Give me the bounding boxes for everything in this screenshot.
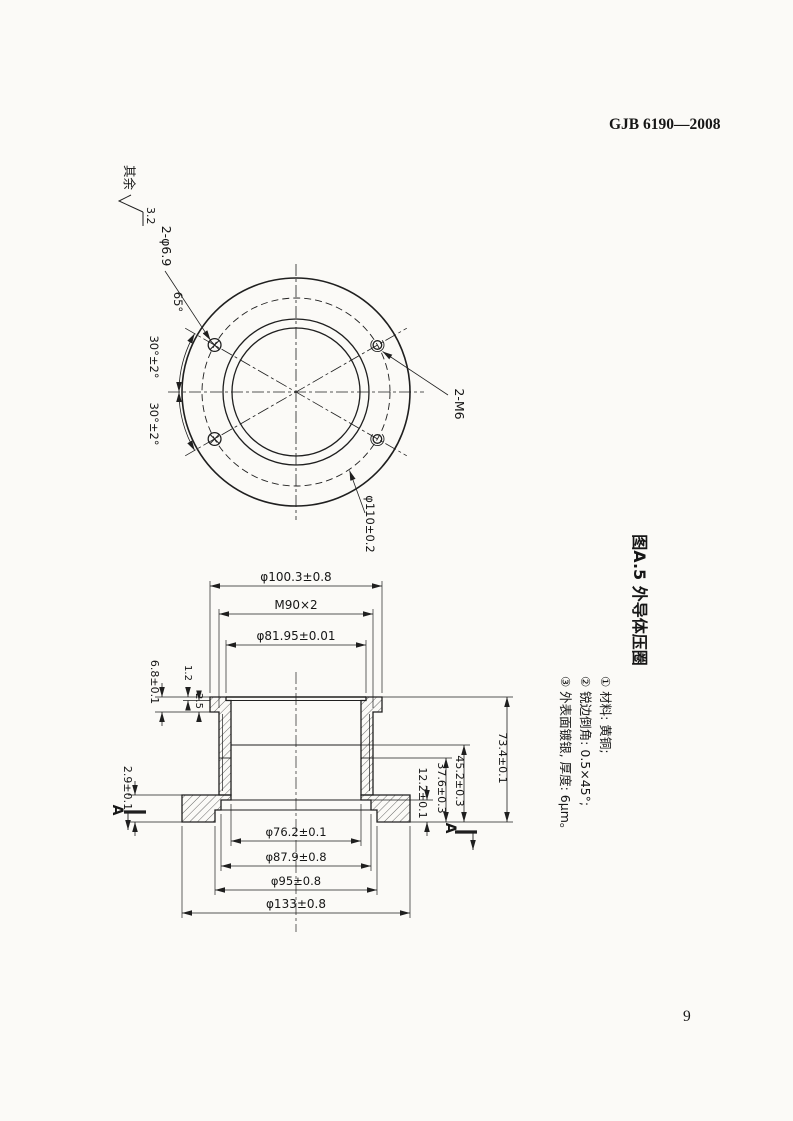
dim-height-step2: 45.2±0.3: [453, 755, 466, 806]
section-marker-right: A: [442, 823, 477, 850]
section-marker-left: A: [109, 805, 146, 830]
dim-step2: 2.5: [193, 693, 204, 709]
dims-bottom: φ76.2±0.1 φ87.9±0.8 φ95±0.8 φ133±0.8: [181, 804, 411, 918]
section-hatching: [181, 696, 411, 823]
dim-angle-lower: 30°±2°: [147, 402, 161, 445]
section-letter-right: A: [442, 823, 458, 834]
dim-step1: 1.2: [182, 665, 193, 681]
surface-roughness-value: 3.2: [144, 207, 157, 225]
dim-top-bore-dia: φ81.95±0.01: [256, 629, 335, 643]
surface-roughness-note: 其余 3.2: [117, 165, 157, 226]
dim-height-step1: 37.6±0.3: [435, 762, 448, 813]
centerlines: [168, 264, 424, 520]
dim-recess-depth: 12.2±0.1: [416, 767, 429, 818]
dim-hole-angle: 65°: [171, 292, 185, 312]
surface-note-prefix: 其余: [122, 165, 137, 191]
section-view: φ100.3±0.8 M90×2 φ81.95±0.01 φ76.2±0.1 φ…: [109, 570, 513, 932]
notes-block: ① 材料: 黄铜; ② 锐边倒角: 0.5×45°; ③ 外表面镀银, 厚度: …: [558, 676, 613, 835]
threaded-hole-lower-right: [370, 431, 385, 447]
flange-edge-circle: [222, 318, 370, 466]
top-view: 2-φ6.9 65° 30°±2° 30°±2° 2-M6 φ110±0.2: [147, 226, 467, 553]
note-chamfer: ② 锐边倒角: 0.5×45°;: [578, 676, 593, 806]
threaded-hole-upper-right: [370, 337, 385, 353]
dim-bore-dia: φ76.2±0.1: [265, 825, 326, 839]
roughness-symbol-icon: [117, 194, 144, 213]
dim-flange-dia: φ133±0.8: [266, 897, 326, 911]
dim-angle-upper: 30°±2°: [147, 335, 161, 378]
angle-dimension-arcs: [176, 333, 196, 451]
dim-flange-top-thickness: 6.8±0.1: [148, 660, 161, 704]
dim-threaded-holes: 2-M6: [452, 388, 467, 419]
note-plating: ③ 外表面镀银, 厚度: 6μm。: [558, 676, 573, 835]
dim-recess1-dia: φ87.9±0.8: [265, 850, 326, 864]
figure-caption: 图A.5 外导体压圈: [630, 534, 649, 665]
dims-right: 12.2±0.1 37.6±0.3 45.2±0.3 73.4±0.1: [361, 696, 513, 836]
standard-number: GJB 6190—2008: [609, 116, 721, 133]
page-number: 9: [683, 1008, 691, 1025]
dim-thread: M90×2: [274, 598, 317, 612]
bore-circle: [231, 327, 361, 457]
dims-top: φ100.3±0.8 M90×2 φ81.95±0.01: [209, 570, 383, 708]
dims-left: 6.8±0.1 1.2 2.5 2.9±0.1: [121, 660, 210, 836]
clearance-hole-lower-left: [207, 431, 222, 447]
section-letter-left: A: [109, 805, 125, 816]
leader-lines: [164, 270, 449, 514]
section-detail-lines: [219, 696, 373, 811]
dim-outer-flange-dia: φ100.3±0.8: [260, 570, 331, 584]
note-material: ① 材料: 黄铜;: [598, 676, 613, 754]
clearance-hole-upper-left: [207, 337, 222, 353]
dim-total-height: 73.4±0.1: [496, 732, 509, 783]
dim-small-holes: 2-φ6.9: [159, 226, 174, 267]
dim-bolt-circle: φ110±0.2: [363, 495, 377, 552]
dim-recess2-dia: φ95±0.8: [271, 874, 321, 888]
dim-flange-bottom-thickness: 2.9±0.1: [121, 766, 134, 810]
bolt-circle: [201, 297, 391, 487]
